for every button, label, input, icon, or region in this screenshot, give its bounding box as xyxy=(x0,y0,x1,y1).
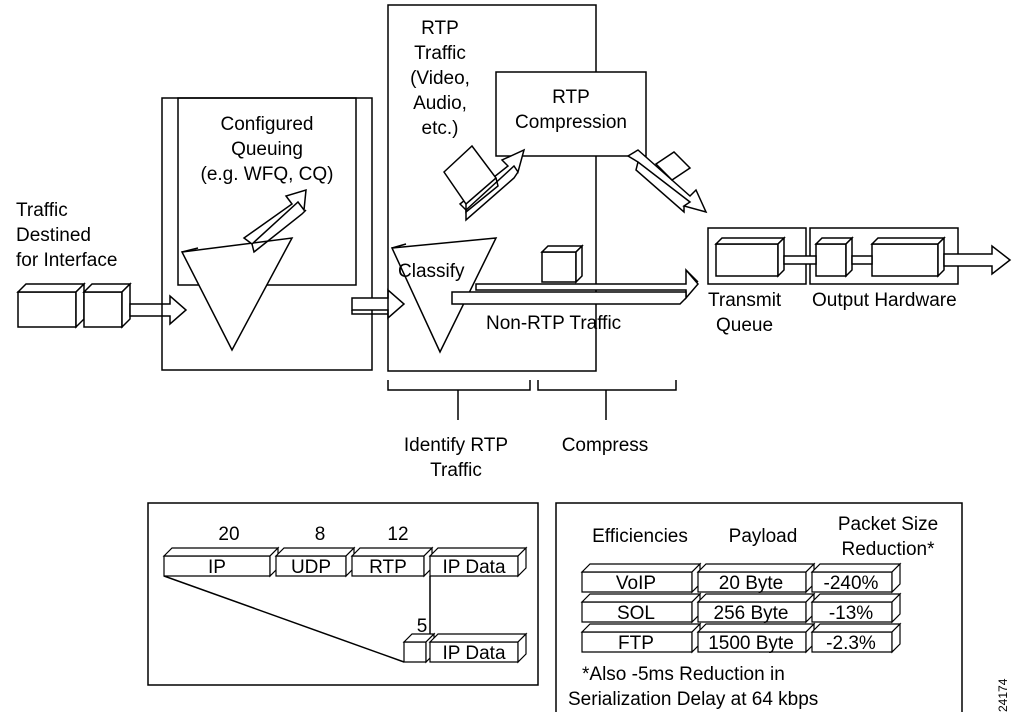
header-size-udp: 8 xyxy=(315,524,326,545)
rtp-compression-box xyxy=(495,71,647,157)
queue-funnel-icon xyxy=(180,237,294,352)
rtp-traffic-label-1: RTP xyxy=(421,18,459,39)
row-ftp-reduction: -2.3% xyxy=(826,633,876,654)
row-sol-name: SOL xyxy=(617,603,655,624)
rtp-compression-label-1: RTP xyxy=(552,87,590,108)
compressed-output-arrow-icon xyxy=(626,149,708,214)
header-field-ip: IP xyxy=(208,557,226,578)
compressed-size: 5 xyxy=(417,616,428,637)
table-footnote-2: Serialization Delay at 64 kbps xyxy=(568,689,818,710)
rtp-traffic-label-3: (Video, xyxy=(410,68,470,89)
traffic-destined-label-2: Destined xyxy=(16,225,91,246)
header-field-ip-data: IP Data xyxy=(442,557,505,578)
transmit-queue-box xyxy=(707,227,807,285)
rtp-path-arrow-icon xyxy=(443,144,526,222)
traffic-destined-label-1: Traffic xyxy=(16,200,68,221)
row-voip-payload: 20 Byte xyxy=(719,573,783,594)
non-rtp-traffic-label: Non-RTP Traffic xyxy=(486,313,621,334)
header-size-rtp: 12 xyxy=(387,524,408,545)
traffic-destined-label-3: for Interface xyxy=(16,250,117,271)
output-hardware-box xyxy=(783,227,959,285)
output-hardware-label: Output Hardware xyxy=(812,290,957,311)
row-sol-payload: 256 Byte xyxy=(714,603,789,624)
table-header-payload: Payload xyxy=(729,526,798,547)
arrow-into-rtp-section-icon xyxy=(351,288,406,320)
header-field-rtp: RTP xyxy=(369,557,407,578)
rtp-traffic-label-2: Traffic xyxy=(414,43,466,64)
table-header-packet-size: Packet Size xyxy=(838,514,938,535)
efficiency-table-panel: Efficiencies Payload Packet Size Reducti… xyxy=(555,502,963,712)
transmit-queue-label-2: Queue xyxy=(716,315,773,336)
configured-queuing-label-1: Configured xyxy=(221,114,314,135)
header-compression-panel: 20 8 12 IP UDP RTP IP Data 5 IP D xyxy=(147,502,539,686)
non-rtp-packet-icon xyxy=(540,244,584,284)
header-size-ip: 20 xyxy=(218,524,239,545)
transmit-queue-label-1: Transmit xyxy=(708,290,782,311)
row-ftp-payload: 1500 Byte xyxy=(708,633,794,654)
row-voip-name: VoIP xyxy=(616,573,656,594)
classify-label: Classify xyxy=(398,261,465,282)
rtp-traffic-label-5: etc.) xyxy=(422,118,459,139)
rtp-section-box xyxy=(387,4,597,372)
rtp-compression-label-2: Compression xyxy=(515,112,627,133)
non-rtp-arrow-icon xyxy=(451,267,699,305)
incoming-packet-1 xyxy=(16,282,86,329)
identify-rtp-bracket xyxy=(387,380,531,420)
compress-bracket xyxy=(537,380,677,420)
identify-rtp-label-2: Traffic xyxy=(430,460,482,481)
rtp-traffic-label-4: Audio, xyxy=(413,93,467,114)
figure-id: 24174 xyxy=(996,678,1010,712)
queue-output-arrow-icon xyxy=(242,188,307,254)
row-sol-reduction: -13% xyxy=(829,603,873,624)
table-header-efficiencies: Efficiencies xyxy=(592,526,688,547)
row-voip-reduction: -240% xyxy=(824,573,879,594)
table-footnote-1: *Also -5ms Reduction in xyxy=(582,664,785,685)
configured-queuing-label-3: (e.g. WFQ, CQ) xyxy=(201,164,334,185)
row-ftp-name: FTP xyxy=(618,633,654,654)
incoming-packet-2 xyxy=(82,282,132,329)
header-field-udp: UDP xyxy=(291,557,331,578)
identify-rtp-label-1: Identify RTP xyxy=(404,435,508,456)
compressed-field-ip-data: IP Data xyxy=(442,643,505,664)
configured-queuing-label-2: Queuing xyxy=(231,139,303,160)
compress-label: Compress xyxy=(562,435,649,456)
table-header-reduction: Reduction* xyxy=(842,539,936,560)
output-arrow-icon xyxy=(943,244,1012,276)
arrow-into-queue-icon xyxy=(129,294,188,326)
